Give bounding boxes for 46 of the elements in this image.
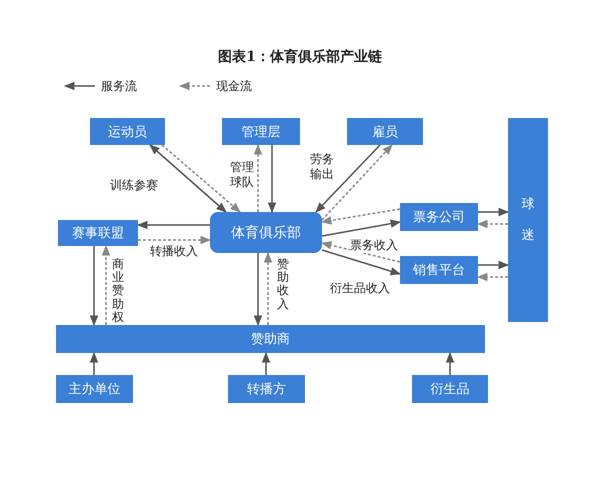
edge-label: 商业赞助权 bbox=[112, 258, 124, 324]
entity-box: 销售平台 bbox=[400, 256, 478, 284]
legend-label: 服务流 bbox=[101, 78, 137, 95]
arrow bbox=[320, 208, 400, 225]
arrow bbox=[476, 220, 508, 228]
edge-label: 衍生品收入 bbox=[330, 281, 390, 296]
entity-box: 赞助商 bbox=[56, 325, 485, 353]
entity-box: 赛事联盟 bbox=[58, 220, 138, 246]
arrow bbox=[478, 208, 510, 216]
arrow bbox=[162, 144, 241, 213]
arrow bbox=[90, 246, 98, 326]
arrow bbox=[322, 220, 402, 237]
entity-box: 主办单位 bbox=[56, 375, 133, 403]
fan-bar: 球迷 bbox=[508, 118, 548, 322]
edge-label: 训练参赛 bbox=[110, 178, 158, 193]
edge-label: 转播收入 bbox=[150, 244, 198, 259]
arrow bbox=[321, 144, 393, 221]
arrow bbox=[254, 144, 262, 212]
arrow bbox=[264, 252, 272, 325]
entity-box: 运动员 bbox=[90, 118, 165, 145]
arrow bbox=[102, 244, 110, 325]
club-box: 体育俱乐部 bbox=[210, 212, 322, 253]
arrow bbox=[268, 145, 276, 214]
entity-box: 管理层 bbox=[222, 118, 300, 145]
title: 图表1：体育俱乐部产业链 bbox=[217, 48, 383, 66]
arrow bbox=[476, 272, 508, 282]
arrow bbox=[322, 249, 401, 276]
entity-box: 转播方 bbox=[228, 375, 305, 403]
edge-label: 赞助收入 bbox=[277, 258, 289, 311]
arrow bbox=[136, 220, 210, 230]
entity-box: 雇员 bbox=[347, 118, 423, 145]
arrow bbox=[446, 352, 454, 375]
arrow bbox=[138, 236, 212, 244]
arrow bbox=[315, 144, 381, 213]
edge-label: 劳务输出 bbox=[310, 152, 334, 182]
arrow bbox=[320, 241, 400, 263]
edge-label: 票务收入 bbox=[350, 238, 398, 253]
arrow bbox=[254, 253, 262, 326]
entity-box: 衍生品 bbox=[412, 375, 488, 403]
legend-label: 现金流 bbox=[216, 78, 252, 95]
edge-label: 管理球队 bbox=[230, 160, 254, 190]
arrow bbox=[478, 260, 510, 270]
entity-box: 票务公司 bbox=[400, 203, 478, 231]
arrow bbox=[90, 352, 98, 375]
arrow bbox=[262, 352, 270, 375]
arrow bbox=[149, 144, 227, 213]
